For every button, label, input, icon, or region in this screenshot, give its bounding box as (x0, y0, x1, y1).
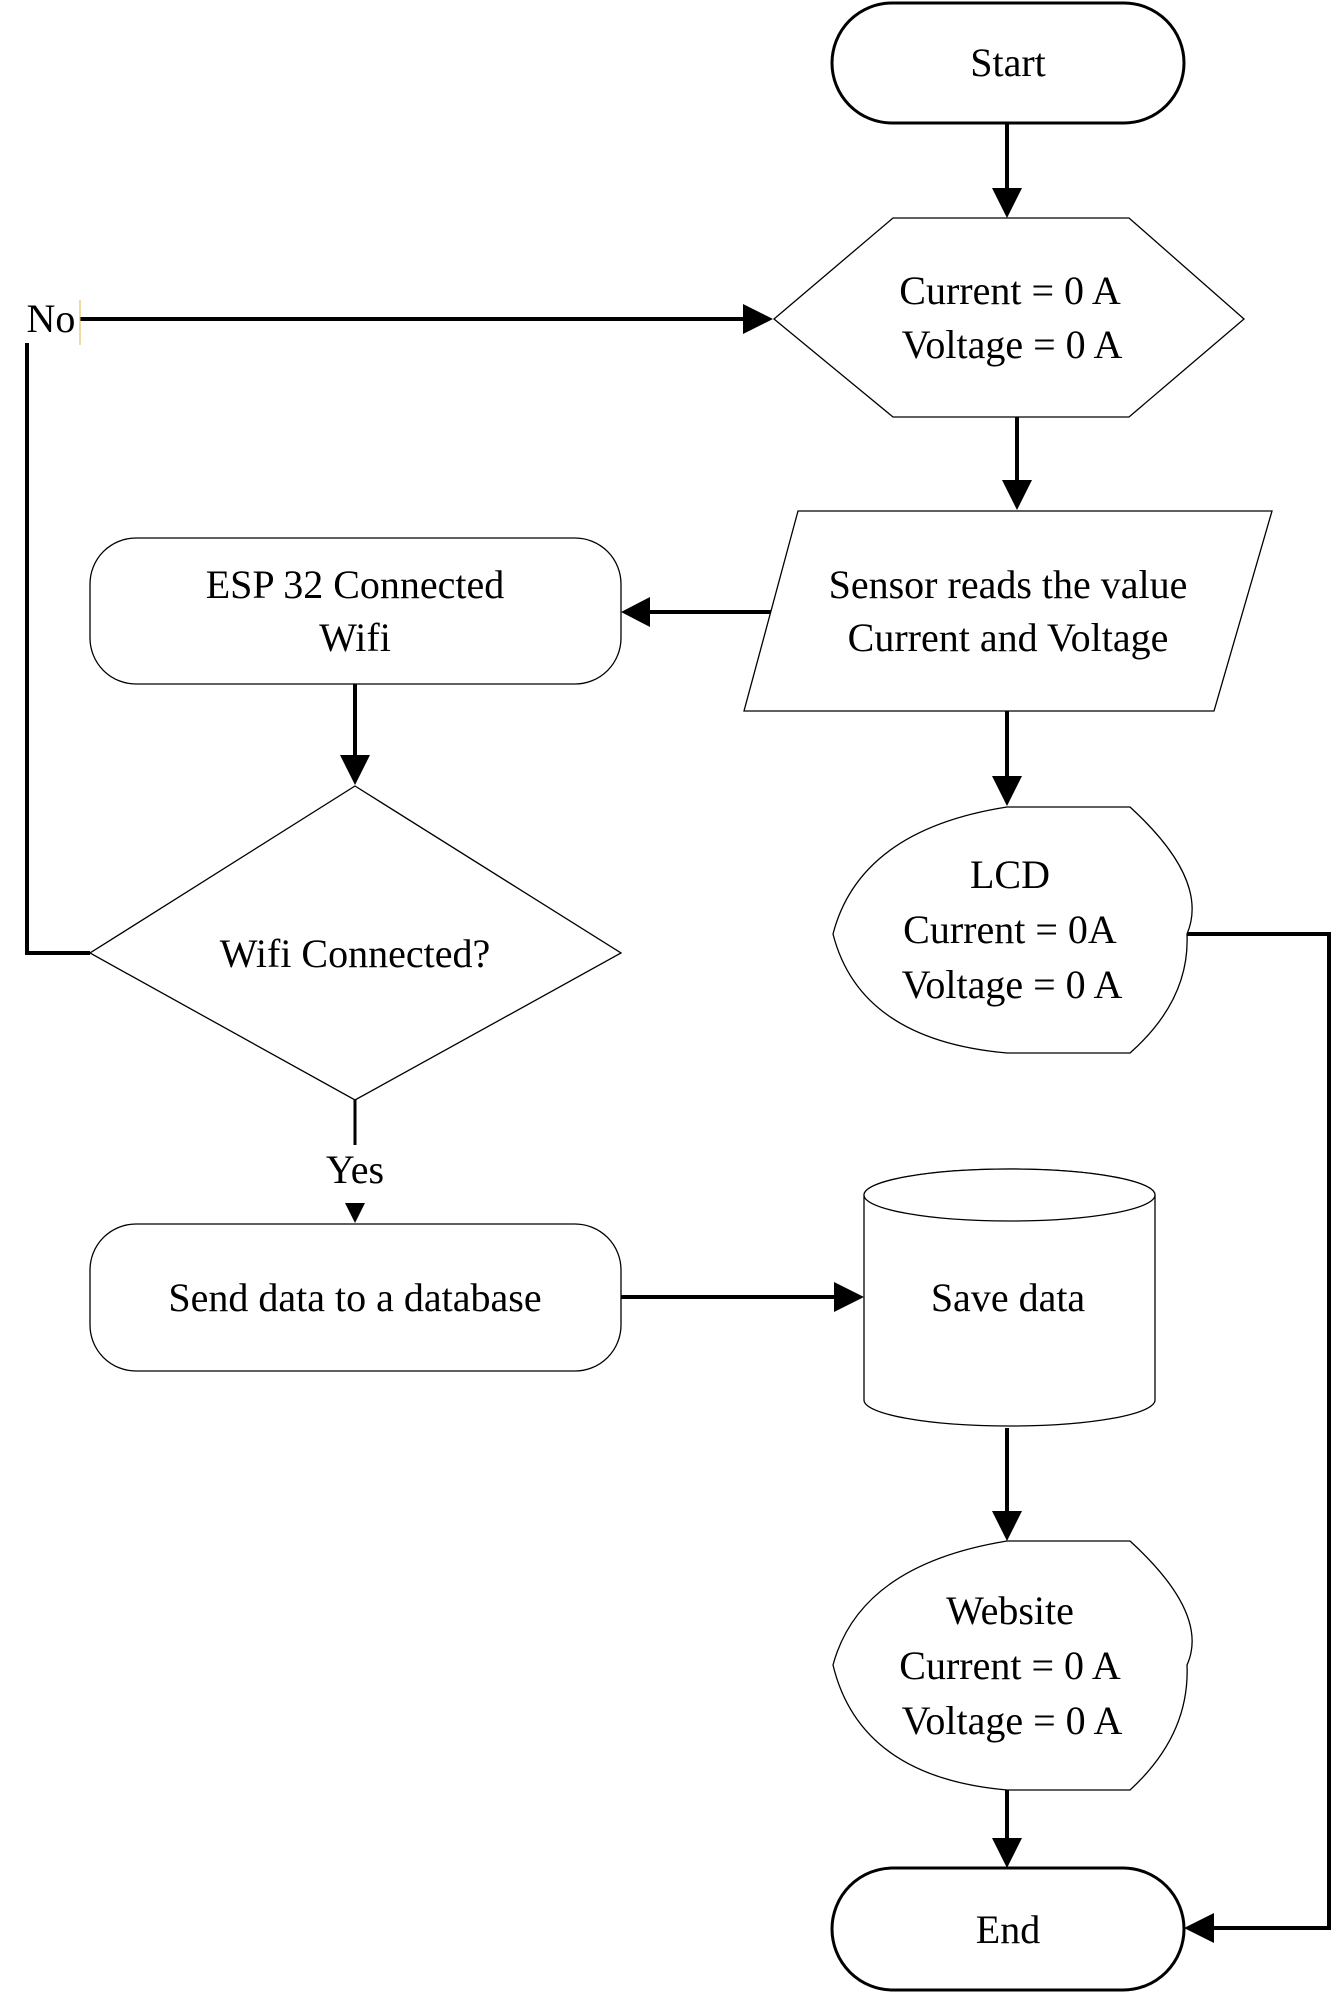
node-website: Website Current = 0 A Voltage = 0 A (832, 1540, 1193, 1791)
save-cylinder-top (863, 1168, 1156, 1222)
arrowhead-left (621, 597, 650, 627)
node-init: Current = 0 A Voltage = 0 A (772, 217, 1245, 418)
arrowhead-right (743, 304, 773, 334)
arrowhead-down-small (345, 1203, 365, 1223)
decision-label: Wifi Connected? (220, 931, 491, 976)
website-title: Website (946, 1588, 1074, 1633)
node-esp: ESP 32 Connected Wifi (89, 537, 622, 685)
arrowhead-down (992, 776, 1022, 806)
end-label: End (976, 1907, 1040, 1952)
arrowhead-down (992, 1838, 1022, 1868)
arrowhead-down (992, 1511, 1022, 1541)
save-label: Save data (931, 1275, 1086, 1320)
edge-lcd-end (1187, 932, 1331, 1930)
node-decision: Wifi Connected? (88, 785, 623, 1101)
website-voltage-label: Voltage = 0 A (902, 1698, 1123, 1743)
sensor-parallelogram-shape (743, 510, 1273, 712)
arrowhead-left (1184, 1913, 1214, 1943)
sensor-line-1: Sensor reads the value (829, 562, 1188, 607)
lcd-current-label: Current = 0A (903, 907, 1117, 952)
connectors (25, 123, 1331, 1943)
node-end: End (830, 1866, 1186, 1992)
esp-line-1: ESP 32 Connected (206, 562, 505, 607)
website-display-shape (832, 1540, 1193, 1791)
website-current-label: Current = 0 A (899, 1643, 1121, 1688)
end-terminator-shape (830, 1866, 1186, 1992)
start-label: Start (970, 40, 1046, 85)
node-start: Start (830, 1, 1186, 125)
init-voltage-label: Voltage = 0 A (902, 322, 1123, 367)
arrowhead-right (834, 1282, 864, 1312)
lcd-display-shape (832, 806, 1193, 1054)
lcd-title: LCD (970, 852, 1050, 897)
send-process-shape (89, 1223, 622, 1372)
arrowhead-down (340, 755, 370, 785)
edge-label-yes: Yes (326, 1147, 384, 1192)
start-terminator-shape (830, 1, 1186, 125)
node-sensor: Sensor reads the value Current and Volta… (743, 510, 1273, 712)
decision-diamond-shape (88, 785, 623, 1101)
arrowhead-down (1002, 480, 1032, 510)
sensor-line-2: Current and Voltage (848, 615, 1169, 660)
edge-decision-no-loop (25, 343, 90, 955)
esp-line-2: Wifi (319, 615, 391, 660)
init-current-label: Current = 0 A (899, 268, 1121, 313)
edge-label-no: No (27, 296, 76, 341)
send-label: Send data to a database (168, 1275, 541, 1320)
arrowhead-down (992, 188, 1022, 218)
node-save: Save data (863, 1168, 1156, 1427)
lcd-voltage-label: Voltage = 0 A (902, 962, 1123, 1007)
node-lcd: LCD Current = 0A Voltage = 0 A (832, 806, 1193, 1054)
init-hexagon-shape (772, 217, 1245, 418)
node-send: Send data to a database (89, 1223, 622, 1372)
esp-process-shape (89, 537, 622, 685)
